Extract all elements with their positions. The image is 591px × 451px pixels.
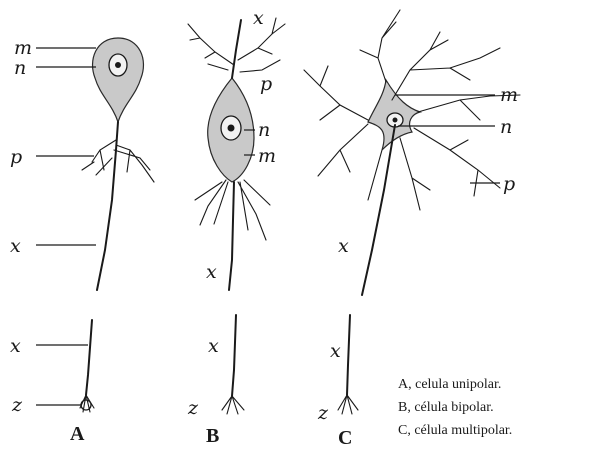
label-n-cell-c: n xyxy=(500,116,512,138)
label-x-lower-a: x xyxy=(10,335,21,357)
legend-b: B, célula bipolar. xyxy=(398,400,494,415)
label-p-cell-a: p xyxy=(10,146,22,168)
panel-label-c: C xyxy=(338,427,352,449)
label-z-lower-b: z xyxy=(187,397,199,419)
unipolar-cell xyxy=(80,38,154,412)
legend-c: C, célula multipolar. xyxy=(398,423,512,438)
label-x-lower-c: x xyxy=(330,340,341,362)
label-p-cell-b: p xyxy=(260,73,272,95)
panel-label-b: B xyxy=(206,425,219,447)
label-x-lower-b: x xyxy=(208,335,219,357)
label-x-cell-b-top: x xyxy=(253,7,264,29)
label-p-cell-c: p xyxy=(503,173,515,195)
label-n-cell-a: n xyxy=(14,57,26,79)
label-x-cell-c: x xyxy=(338,235,349,257)
label-m-cell-b: m xyxy=(258,145,276,167)
leader-lines xyxy=(36,48,500,405)
label-z-lower-c: z xyxy=(317,402,329,424)
label-n-cell-b: n xyxy=(258,119,270,141)
legend-a: A, celula unipolar. xyxy=(398,377,501,392)
label-z-lower-a: z xyxy=(11,394,23,416)
label-x-cell-a: x xyxy=(10,235,21,257)
label-m-cell-a: m xyxy=(14,37,32,59)
label-m-cell-c: m xyxy=(500,84,518,106)
panel-label-a: A xyxy=(70,423,85,445)
label-x-cell-b-bottom: x xyxy=(206,261,217,283)
